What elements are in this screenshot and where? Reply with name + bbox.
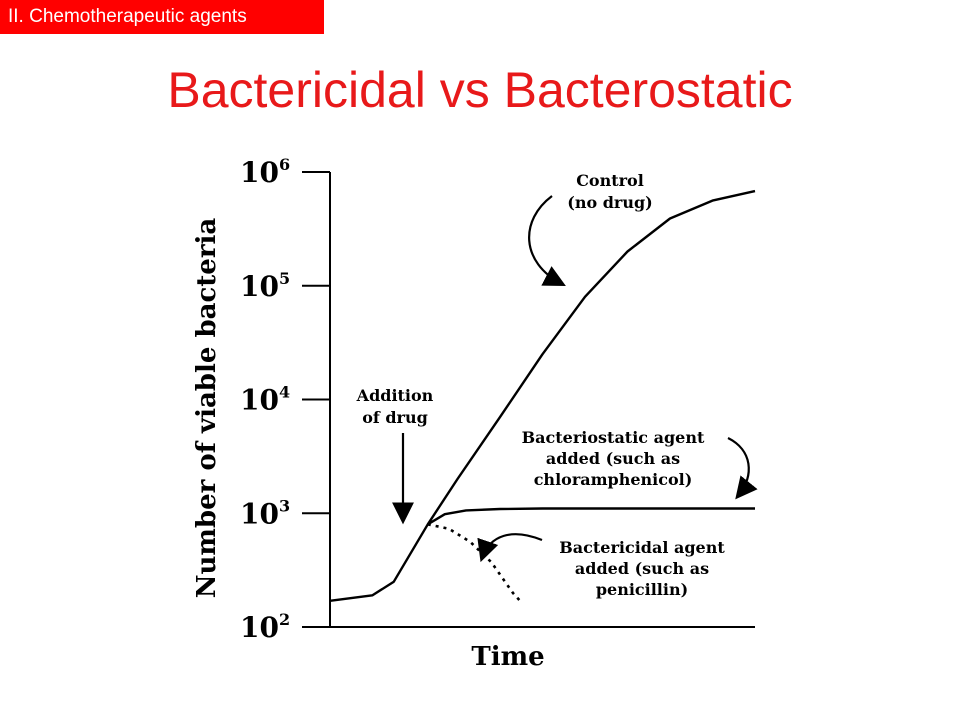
series-line-0 [329,189,756,602]
annotation-bactericidal-line: added (such as [575,559,709,578]
y-tick-label: 106 [240,155,290,189]
annotation-control-line: Control [576,171,644,190]
slide-title: Bactericidal vs Bacterostatic [167,62,793,118]
arrow-control [528,195,566,287]
series-line-2 [427,523,523,604]
arrow-bacteriostatic [727,437,758,500]
x-axis-label: Time [471,642,544,672]
annotation-bacteriostatic-line: added (such as [546,449,680,468]
annotation-bactericidal-line: penicillin) [596,580,688,599]
annotation-control-line: (no drug) [567,193,652,212]
y-tick-label: 105 [240,269,290,303]
y-tick-label: 102 [240,610,290,644]
annotation-addition-line: of drug [362,408,428,427]
annotation-bacteriostatic-line: chloramphenicol) [534,470,693,489]
section-tag: II. Chemotherapeutic agents [0,0,324,34]
y-tick-label: 103 [240,496,290,530]
annotation-bactericidal-line: Bactericidal agent [559,538,725,557]
arrow-bactericidal [477,533,543,563]
y-tick-label: 104 [240,383,290,417]
y-axis-label: Number of viable bacteria [192,218,222,599]
annotation-addition-line: Addition [356,386,434,405]
annotation-bacteriostatic-line: Bacteriostatic agent [522,428,705,447]
series-line-1 [427,507,755,526]
